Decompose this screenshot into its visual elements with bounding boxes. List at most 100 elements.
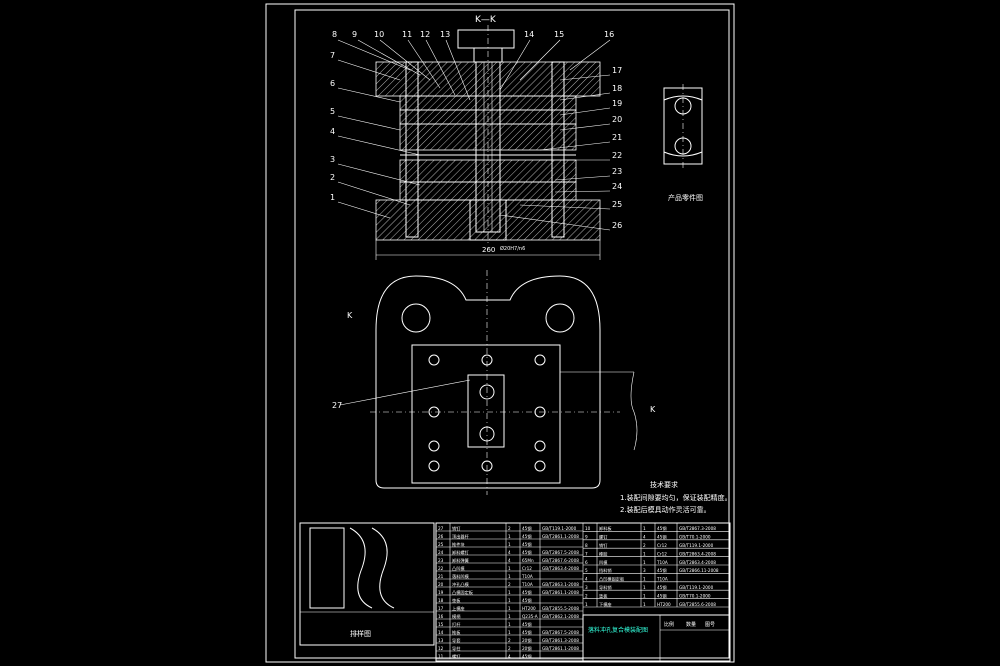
drawing-title: 落料冲孔复合模装配图 xyxy=(588,626,648,634)
callout: 22 xyxy=(612,151,622,160)
product-part-view: 产品零件图 xyxy=(663,84,703,202)
callout: 3 xyxy=(330,155,335,164)
plan-view: K K 27 xyxy=(332,270,656,495)
bom-cell: 凸模固定板 xyxy=(452,589,474,596)
bom-cell: 2 xyxy=(585,593,588,598)
strip-layout: 排样图 xyxy=(299,522,435,646)
bom-cell: GB/T2863.4-2008 xyxy=(679,560,716,565)
callout: 17 xyxy=(612,66,622,75)
bom-cell: HT200 xyxy=(657,602,671,607)
bom-cell: 垫板 xyxy=(599,592,608,599)
bom-cell: 1 xyxy=(508,590,511,595)
bom-cell: T10A xyxy=(521,574,533,579)
callout: 16 xyxy=(604,30,614,39)
bom-cell: 1 xyxy=(643,551,646,556)
inner-border xyxy=(294,9,730,659)
bom-cell: T10A xyxy=(656,560,668,565)
bom-cell: GB/T2867.3-2008 xyxy=(679,526,716,531)
bom-cell: 挡料销 xyxy=(599,567,612,574)
callout: 19 xyxy=(612,99,622,108)
bom-cell: 13 xyxy=(438,638,444,643)
callout: 12 xyxy=(420,30,430,39)
bom-cell: 1 xyxy=(585,602,588,607)
bom-cell: 橡胶 xyxy=(599,550,607,557)
bom-cell: 4 xyxy=(585,577,588,582)
bom-cell: 凸凹模 xyxy=(452,565,465,572)
bom-cell: GB/T2867.6-2008 xyxy=(542,558,579,563)
bom-cell: GB/T119.1-2000 xyxy=(679,585,714,590)
bom-cell: 2 xyxy=(508,638,511,643)
bom-cell: 打杆 xyxy=(452,621,461,628)
bom-cell: 1 xyxy=(508,566,511,571)
bom-cell: 2 xyxy=(643,543,646,548)
bom-cell: Cr12 xyxy=(657,543,667,548)
bom-cell: GB/T70.1-2000 xyxy=(679,535,711,540)
callout: 10 xyxy=(374,30,384,39)
view-marker-left: K xyxy=(347,311,353,320)
bom-cell: 3 xyxy=(643,568,646,573)
bom-cell: 落料凹模 xyxy=(452,573,470,580)
bom-cell: 1 xyxy=(508,614,511,619)
bom-cell: 20钢 xyxy=(522,637,532,644)
sheet-border xyxy=(265,3,735,663)
bom-cell: 19 xyxy=(438,590,444,595)
bom-cell: 5 xyxy=(585,568,588,573)
bom-cell: 垫板 xyxy=(452,597,461,604)
bom-cell: Q235-A xyxy=(522,614,538,619)
bom-cell: GB/T119.1-2000 xyxy=(679,543,714,548)
bom-cell: 7 xyxy=(585,551,588,556)
bom-cell: 导柱 xyxy=(452,645,461,652)
bom-cell: 25 xyxy=(438,542,444,547)
bom-cell: 45钢 xyxy=(522,653,532,660)
bom-cell: 1 xyxy=(643,585,646,590)
bom-cell: 10 xyxy=(585,526,591,531)
bom-cell: 螺钉 xyxy=(452,653,461,660)
callout: 7 xyxy=(330,51,335,60)
bom-cell: 4 xyxy=(508,550,511,555)
quantity-label: 数量 xyxy=(686,621,696,628)
bom-cell: 20 xyxy=(438,582,444,587)
bom-cell: 3 xyxy=(585,585,588,590)
bom-cell: 卸料板 xyxy=(599,525,612,532)
bom-cell: 1 xyxy=(508,542,511,547)
bom-cell: GB/T2861.1-2008 xyxy=(542,534,579,539)
bom-cell: 模柄 xyxy=(452,613,460,620)
bom-cell: 凹模 xyxy=(599,559,608,566)
callout: 15 xyxy=(554,30,564,39)
bom-cell: 45钢 xyxy=(522,533,532,540)
bom-cell: 1 xyxy=(643,602,646,607)
bom-cell: 导套 xyxy=(452,637,461,644)
bom-cell: 45钢 xyxy=(522,541,532,548)
left-callouts: 7 6 5 4 3 2 1 xyxy=(330,51,421,219)
bom-cell: 4 xyxy=(508,654,511,659)
bom-cell: 1 xyxy=(643,560,646,565)
callout: 4 xyxy=(330,127,335,136)
tech-requirements: 技术要求 1.装配间隙要均匀，保证装配精度。 2.装配后模具动作灵活可靠。 xyxy=(620,480,732,514)
bom-cell: 65Mn xyxy=(522,558,534,563)
right-callouts: 17 18 19 20 21 22 23 24 25 26 xyxy=(499,66,622,231)
bom-cell: GB/T70.1-2000 xyxy=(679,593,711,598)
bom-cell: 上模座 xyxy=(452,605,465,612)
bom-cell: GB/T2863.4-2008 xyxy=(679,551,716,556)
bom-cell: GB/T2863.4-2008 xyxy=(542,566,579,571)
bom-cell: GB/T2867.5-2008 xyxy=(542,550,579,555)
bom-cell: 27 xyxy=(438,526,444,531)
callout: 9 xyxy=(352,30,357,39)
bom-cell: 24 xyxy=(438,550,444,555)
bom-cell: 螺钉 xyxy=(599,534,608,541)
callout: 21 xyxy=(612,133,622,142)
tech-req-title: 技术要求 xyxy=(650,480,678,489)
bom-cell: 11 xyxy=(438,654,444,659)
bom-cell: GB/T2867.5-2008 xyxy=(542,630,579,635)
bom-cell: 顶出器杆 xyxy=(452,533,470,540)
bom-cell: 20钢 xyxy=(522,645,532,652)
bom-cell: 16 xyxy=(438,614,444,619)
bom-cell: Cr12 xyxy=(522,566,532,571)
bom-cell: 22 xyxy=(438,566,444,571)
callout: 24 xyxy=(612,182,622,191)
tech-req-2: 2.装配后模具动作灵活可靠。 xyxy=(620,505,711,514)
bom-cell: 卸料弹簧 xyxy=(452,557,469,564)
